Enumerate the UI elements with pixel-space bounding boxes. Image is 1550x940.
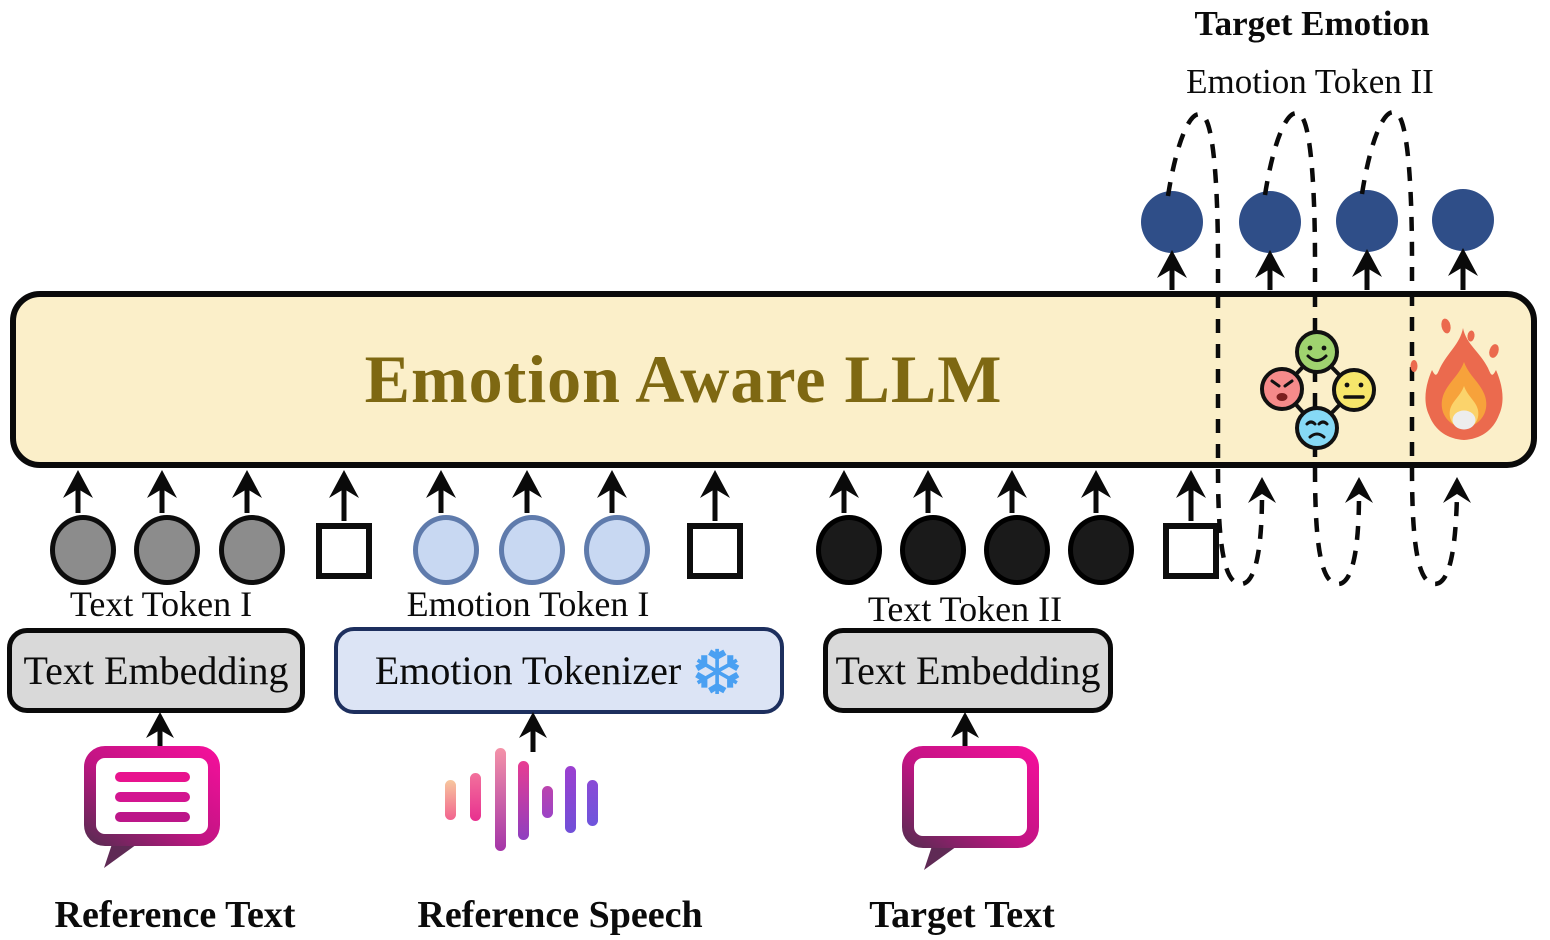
emotion-token-1-c — [584, 515, 650, 585]
emotion-token-1-a — [413, 515, 479, 585]
emotion-token-1-label: Emotion Token I — [406, 584, 650, 624]
text-embedding-module-left: Text Embedding — [7, 628, 305, 713]
reference-text-label: Reference Text — [54, 894, 296, 936]
fire-icon — [1410, 318, 1503, 440]
llm-title: Emotion Aware LLM — [364, 341, 1003, 417]
input-arrowheads — [63, 470, 1206, 498]
output-emotion-token-2 — [1239, 191, 1301, 253]
output-emotion-token-3 — [1336, 190, 1398, 252]
text-token-2-c — [984, 515, 1050, 585]
separator-token-2 — [687, 523, 743, 579]
happy-face-icon — [1295, 330, 1339, 374]
output-arrowheads — [1157, 248, 1478, 278]
sad-face-icon — [1295, 406, 1339, 450]
angry-face-icon — [1260, 367, 1304, 411]
text-token-2-label: Text Token II — [867, 589, 1063, 629]
reference-speech-label: Reference Speech — [417, 894, 703, 936]
output-emotion-token-1 — [1141, 191, 1203, 253]
text-token-1-c — [219, 515, 285, 585]
emotion-tokenizer-module: Emotion Tokenizer ❆ — [334, 627, 784, 714]
module-arrowheads — [146, 712, 979, 738]
emotion-token-1-b — [499, 515, 565, 585]
feedback-arrowheads — [1248, 477, 1471, 503]
text-token-2-a — [816, 515, 882, 585]
audio-waveform-icon — [445, 748, 598, 851]
text-token-2-b — [900, 515, 966, 585]
text-embedding-right-label: Text Embedding — [835, 648, 1101, 693]
output-emotion-token-4 — [1432, 189, 1494, 251]
target-text-label: Target Text — [869, 894, 1055, 936]
snowflake-icon: ❆ — [691, 635, 744, 709]
target-emotion-title: Target Emotion — [1194, 4, 1430, 43]
text-embedding-module-right: Text Embedding — [823, 628, 1113, 713]
speech-bubble-empty-icon — [902, 746, 1039, 870]
neutral-face-icon — [1332, 368, 1376, 412]
text-token-1-b — [134, 515, 200, 585]
emotion-tokenizer-label: Emotion Tokenizer — [374, 648, 682, 693]
separator-token-3 — [1163, 523, 1219, 579]
separator-token-1 — [316, 523, 372, 579]
text-token-1-a — [50, 515, 116, 585]
text-token-1-label: Text Token I — [69, 584, 253, 624]
text-embedding-left-label: Text Embedding — [23, 648, 289, 693]
emotion-faces-icon — [1260, 330, 1376, 450]
speech-bubble-text-icon — [84, 746, 220, 868]
text-token-2-d — [1068, 515, 1134, 585]
output-arrows — [1169, 266, 1466, 290]
emotion-token-ii-label: Emotion Token II — [1186, 62, 1434, 101]
